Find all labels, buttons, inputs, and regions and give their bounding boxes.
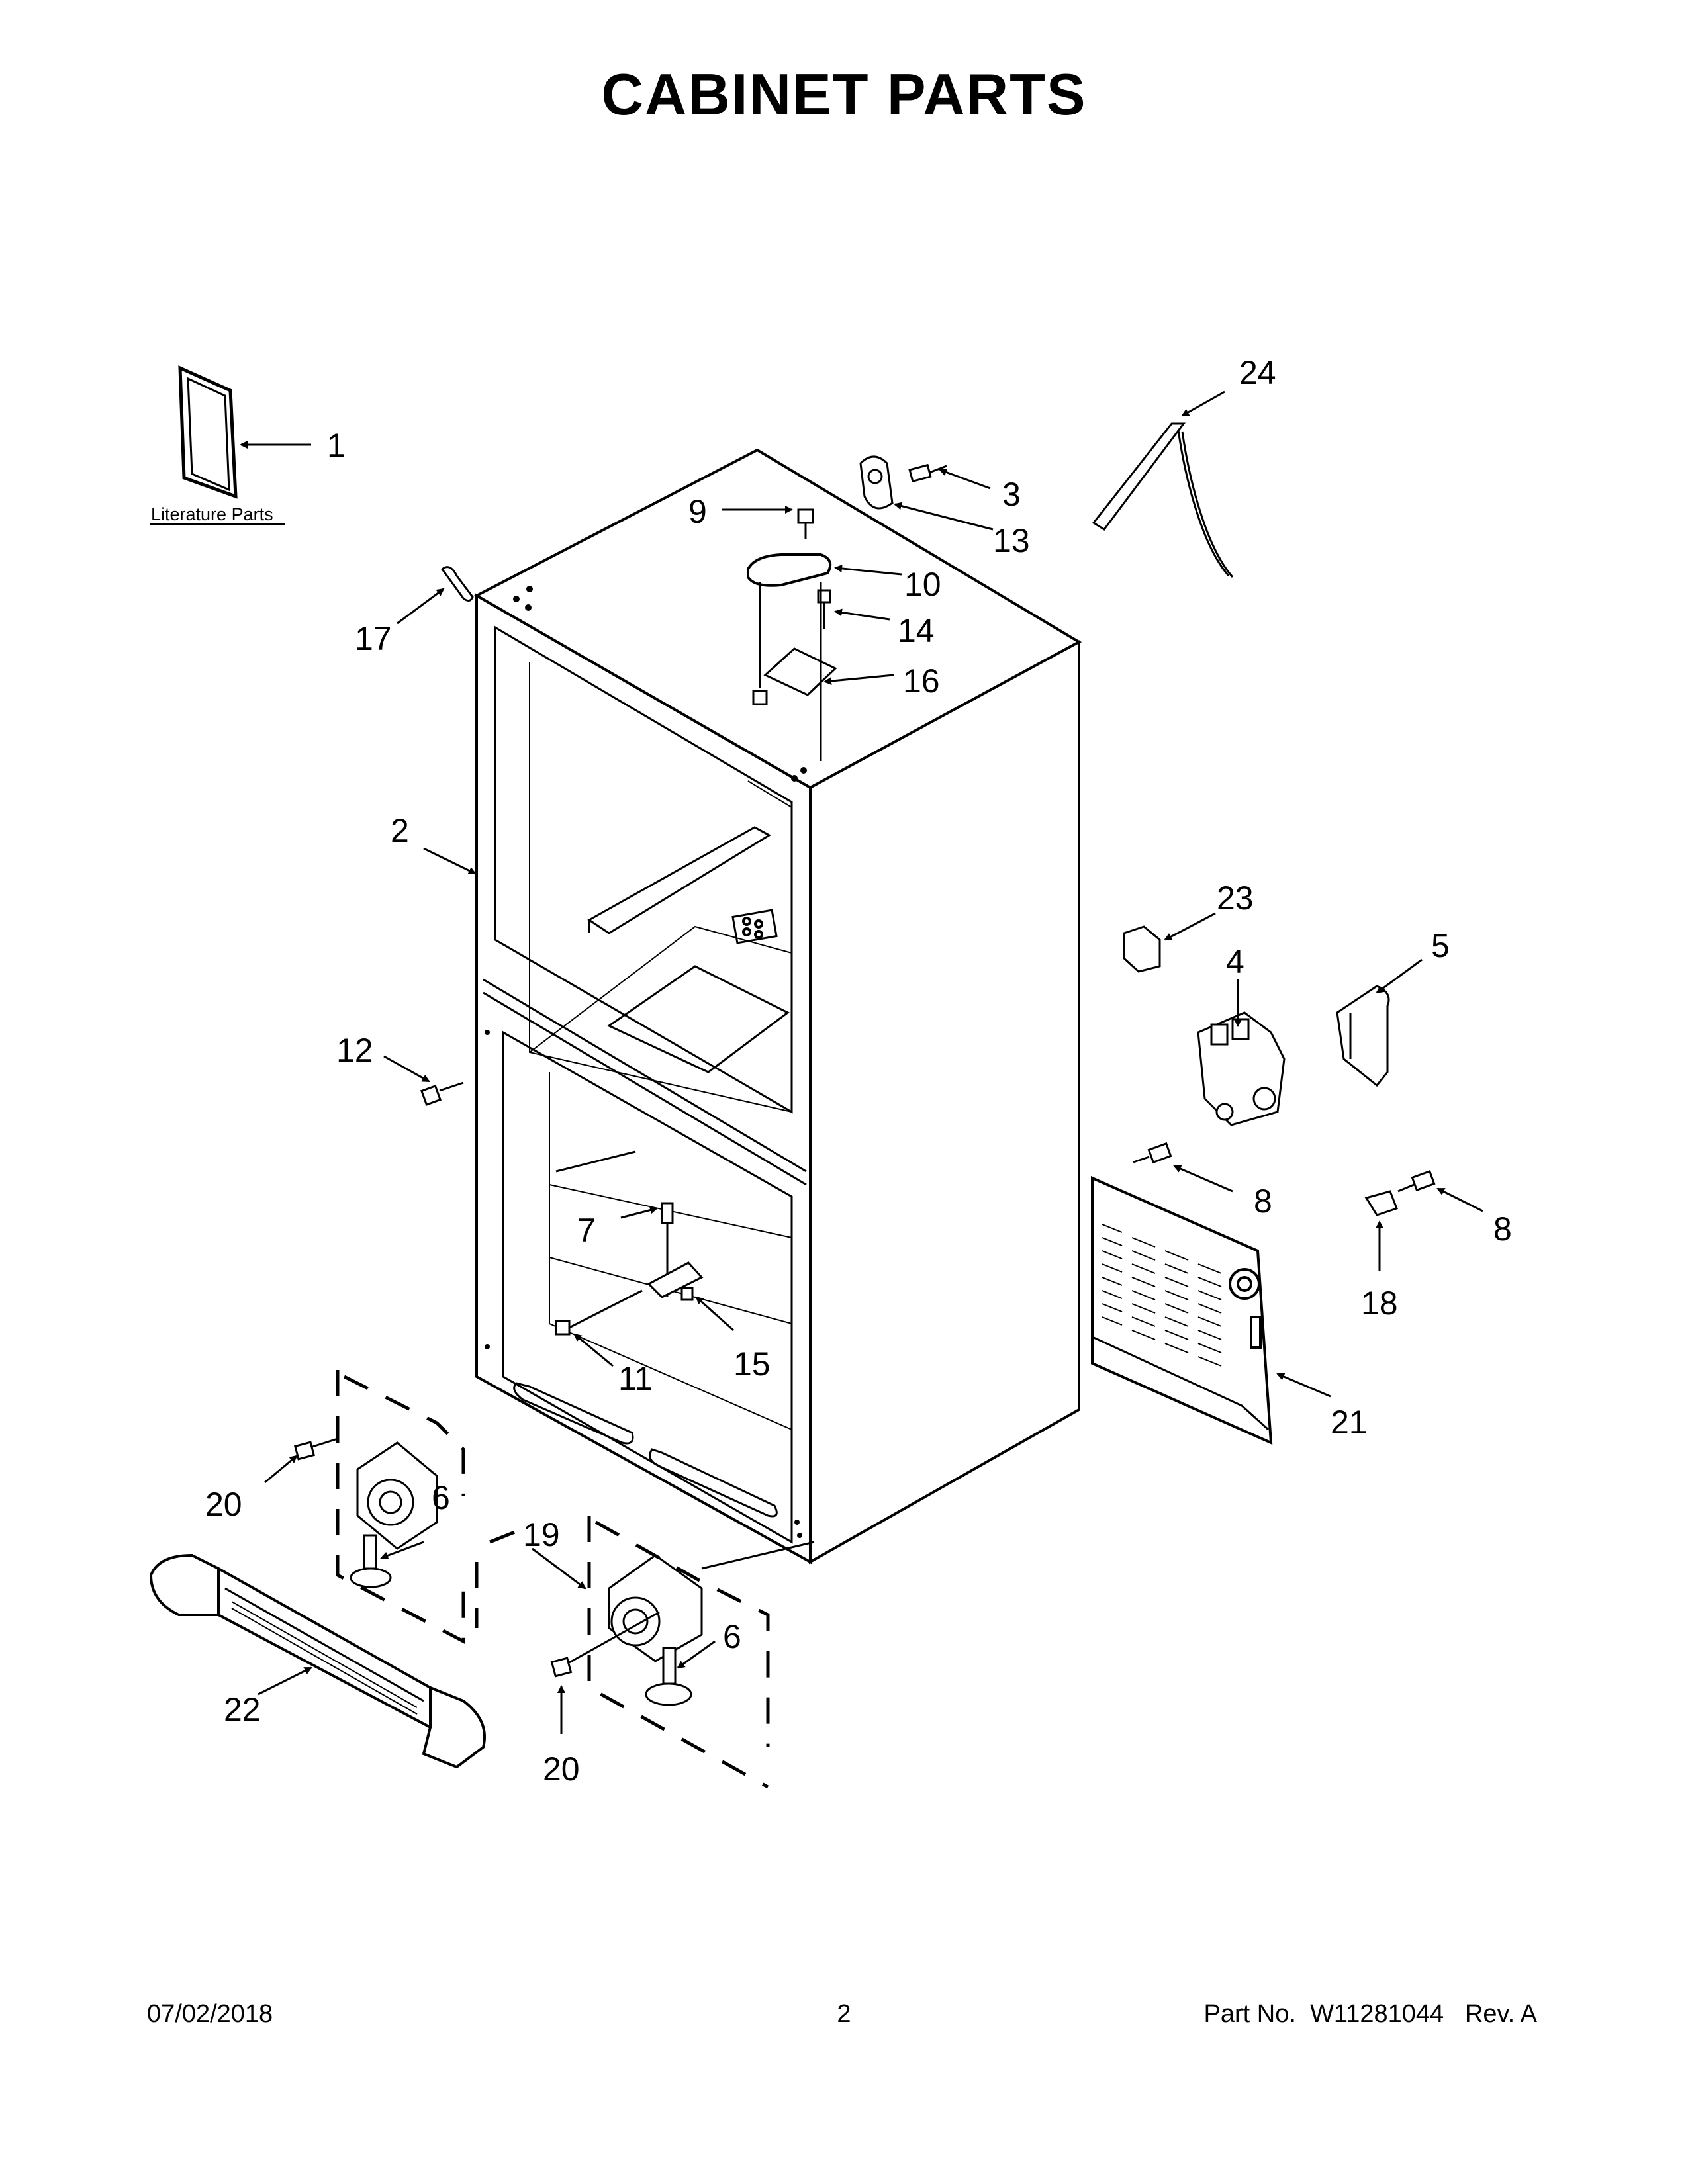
callout-5: 5 [1431, 927, 1450, 964]
footer-page-number: 2 [837, 2000, 851, 2028]
top-hinge-assembly [747, 508, 837, 761]
callout-6a: 6 [432, 1479, 450, 1516]
clip-23 [1123, 925, 1161, 973]
literature-book [178, 365, 238, 499]
footer-date: 07/02/2018 [147, 2000, 273, 2028]
callout-2: 2 [391, 812, 409, 849]
callout-10: 10 [904, 566, 941, 603]
callout-24: 24 [1239, 354, 1276, 391]
toe-grille [149, 1553, 486, 1769]
callout-20a: 20 [205, 1486, 242, 1523]
water-tube [1092, 422, 1234, 578]
callout-17: 17 [355, 620, 392, 657]
callout-6b: 6 [723, 1618, 741, 1655]
callout-8b: 8 [1493, 1210, 1512, 1248]
footer-part-info: Part No. W11281044 Rev. A [1204, 2000, 1537, 2028]
callout-23: 23 [1217, 880, 1254, 917]
cover-5 [1336, 985, 1390, 1087]
callout-18: 18 [1361, 1285, 1398, 1322]
rear-grille-louvers [1102, 1224, 1222, 1367]
screw-8-right [1397, 1169, 1436, 1193]
right-dashed-box [475, 1516, 770, 1789]
callout-9: 9 [688, 493, 707, 530]
callout-8a: 8 [1254, 1183, 1272, 1220]
part-17 [440, 566, 474, 602]
footer-revision: Rev. A [1464, 2000, 1537, 2028]
right-roller-bracket [550, 1554, 703, 1706]
left-roller-bracket [293, 1437, 438, 1588]
toe-grille-slots [231, 1601, 418, 1715]
callout-4: 4 [1226, 943, 1244, 980]
cabinet-body [473, 448, 1082, 1565]
callout-12: 12 [336, 1032, 373, 1069]
callout-15: 15 [733, 1345, 771, 1383]
screw-8-left [1133, 1142, 1172, 1164]
callout-20b: 20 [543, 1751, 580, 1788]
cabinet-holes [485, 586, 807, 1538]
callout-7: 7 [577, 1212, 596, 1249]
callout-22: 22 [224, 1691, 261, 1728]
lower-bracket [555, 1202, 704, 1336]
callout-14: 14 [898, 612, 935, 649]
screw-12 [420, 1081, 464, 1107]
callout-11: 11 [618, 1360, 653, 1397]
page-title: CABINET PARTS [601, 62, 1087, 127]
callout-16: 16 [903, 662, 940, 700]
water-valve [1197, 1011, 1286, 1126]
literature-parts-label: Literature Parts [151, 504, 273, 524]
callout-19: 19 [523, 1516, 560, 1553]
hinge-cover [859, 455, 947, 510]
clip-18 [1364, 1190, 1398, 1216]
callout-13: 13 [993, 522, 1030, 559]
footer-part-prefix: Part No. [1203, 2000, 1296, 2028]
callout-3: 3 [1002, 476, 1021, 513]
callout-1: 1 [327, 427, 346, 464]
callout-21: 21 [1331, 1404, 1368, 1441]
footer-part-number: W11281044 [1310, 2000, 1444, 2028]
left-dashed-box [336, 1370, 465, 1645]
